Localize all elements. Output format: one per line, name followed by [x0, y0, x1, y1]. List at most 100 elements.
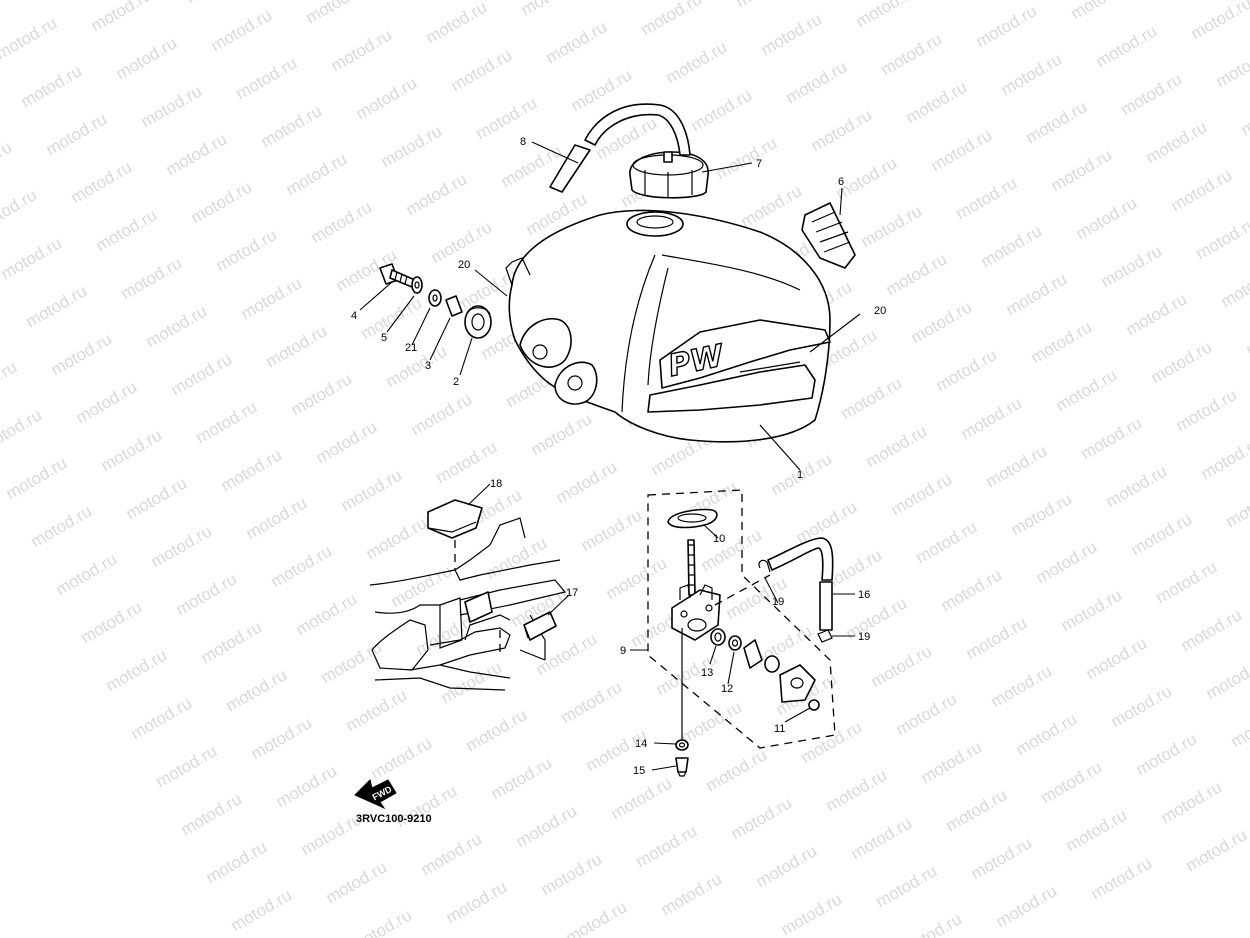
watermark-text: motod.ru: [578, 505, 646, 555]
watermark-text: motod.ru: [313, 417, 381, 467]
watermark-text: motod.ru: [1213, 41, 1250, 91]
watermark-text: motod.ru: [798, 717, 866, 767]
watermark-text: motod.ru: [638, 0, 706, 39]
watermark-text: motod.ru: [1068, 0, 1136, 23]
watermark-text: motod.ru: [1073, 193, 1141, 243]
fuel-tank: PW: [505, 209, 831, 443]
watermark-text: motod.ru: [973, 1, 1041, 51]
watermark-text: motod.ru: [403, 169, 471, 219]
watermark-text: motod.ru: [1088, 853, 1156, 903]
watermark-text: motod.ru: [473, 93, 541, 143]
watermark-text: motod.ru: [1098, 241, 1166, 291]
watermark-text: motod.ru: [0, 357, 20, 407]
watermark-text: motod.ru: [1168, 165, 1236, 215]
callout-11: 11: [774, 723, 785, 735]
watermark-text: motod.ru: [998, 49, 1066, 99]
watermark-text: motod.ru: [488, 753, 556, 803]
watermark-text: motod.ru: [153, 741, 221, 791]
watermark-text: motod.ru: [128, 693, 196, 743]
watermark-text: motod.ru: [148, 521, 216, 571]
watermark-text: motod.ru: [513, 801, 581, 851]
watermark-text: motod.ru: [1038, 757, 1106, 807]
watermark-text: motod.ru: [518, 0, 586, 19]
watermark-text: motod.ru: [908, 297, 976, 347]
frame-detail: [369, 499, 567, 691]
watermark-text: motod.ru: [823, 765, 891, 815]
fuel-cap: [629, 151, 709, 199]
watermark-text: motod.ru: [88, 0, 156, 35]
watermark-text: motod.ru: [983, 441, 1051, 491]
watermark-text: motod.ru: [1033, 537, 1101, 587]
watermark-text: motod.ru: [918, 737, 986, 787]
watermark-text: motod.ru: [848, 813, 916, 863]
watermark-text: motod.ru: [0, 185, 40, 235]
watermark-text: motod.ru: [178, 789, 246, 839]
watermark-text: motod.ru: [53, 549, 121, 599]
callout-labels: 1 2 3 4 5 6 7 8 9 10 11 12 13 14 15 16 1…: [351, 136, 886, 777]
breather-hose: [549, 103, 691, 193]
watermark-text: motod.ru: [633, 821, 701, 871]
callout-3: 3: [425, 360, 431, 372]
callout-7: 7: [756, 158, 762, 170]
callout-20-right: 20: [874, 305, 886, 317]
watermark-text: motod.ru: [948, 0, 1016, 3]
callout-14: 14: [635, 738, 647, 750]
watermark-text: motod.ru: [463, 705, 531, 755]
watermark-text: motod.ru: [448, 45, 516, 95]
watermark-text: motod.ru: [553, 457, 621, 507]
watermark-text: motod.ru: [438, 657, 506, 707]
watermark-text: motod.ru: [963, 613, 1031, 663]
watermark-text: motod.ru: [938, 565, 1006, 615]
watermark-text: motod.ru: [348, 905, 416, 938]
watermark-text: motod.ru: [1153, 557, 1221, 607]
watermark-text: motod.ru: [988, 661, 1056, 711]
watermark-text: motod.ru: [298, 809, 366, 859]
watermark-text: motod.ru: [728, 793, 796, 843]
watermark-text: motod.ru: [173, 569, 241, 619]
watermark-text: motod.ru: [183, 0, 251, 7]
watermark-text: motod.ru: [1118, 69, 1186, 119]
watermark-text: motod.ru: [343, 685, 411, 735]
watermark-text: motod.ru: [1078, 413, 1146, 463]
callout-20-left: 20: [458, 259, 470, 271]
watermark-text: motod.ru: [608, 773, 676, 823]
watermark-text: motod.ru: [888, 469, 956, 519]
watermark-text: motod.ru: [138, 81, 206, 131]
watermark-text: motod.ru: [73, 377, 141, 427]
watermark-text: motod.ru: [898, 909, 966, 938]
watermark-text: motod.ru: [218, 445, 286, 495]
watermark-text: motod.ru: [1108, 681, 1176, 731]
watermark-text: motod.ru: [0, 405, 45, 455]
watermark-text: motod.ru: [308, 197, 376, 247]
watermark-text: motod.ru: [338, 465, 406, 515]
watermark-text: motod.ru: [28, 501, 96, 551]
watermark-text: motod.ru: [658, 869, 726, 919]
watermark-text: motod.ru: [968, 833, 1036, 883]
watermark-text: motod.ru: [118, 253, 186, 303]
watermark-text: motod.ru: [1178, 605, 1246, 655]
watermark-text: motod.ru: [1158, 777, 1226, 827]
watermark-text: motod.ru: [893, 689, 961, 739]
watermark-text: motod.ru: [753, 841, 821, 891]
watermark-text: motod.ru: [283, 149, 351, 199]
diagram-code: 3RVC100-9210: [356, 813, 432, 825]
watermark-text: motod.ru: [1093, 21, 1161, 71]
callout-10: 10: [713, 533, 725, 545]
watermark-text: motod.ru: [1083, 633, 1151, 683]
watermark-text: motod.ru: [1188, 0, 1250, 43]
watermark-text: motod.ru: [293, 589, 361, 639]
watermark-text: motod.ru: [1238, 89, 1250, 139]
callout-16: 16: [858, 589, 870, 601]
watermark-text: motod.ru: [1173, 385, 1241, 435]
watermark-text: motod.ru: [883, 249, 951, 299]
watermark-text: motod.ru: [113, 33, 181, 83]
watermark-text: motod.ru: [878, 29, 946, 79]
watermark-text: motod.ru: [123, 473, 191, 523]
watermark-text: motod.ru: [873, 861, 941, 911]
watermark-text: motod.ru: [1063, 805, 1131, 855]
watermark-text: motod.ru: [323, 857, 391, 907]
watermark-text: motod.ru: [273, 761, 341, 811]
callout-2: 2: [453, 376, 459, 388]
